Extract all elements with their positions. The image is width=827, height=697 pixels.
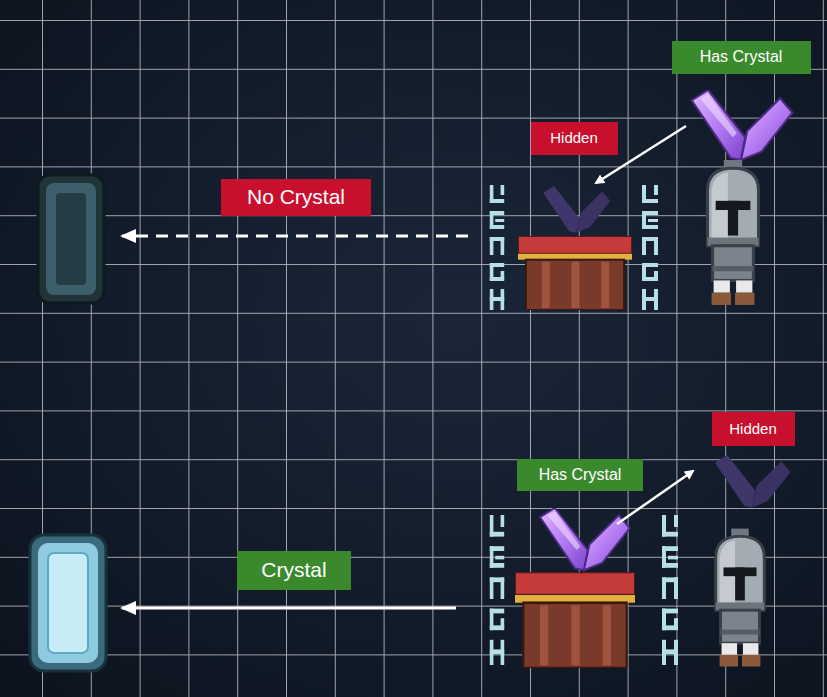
- status-tag: Has Crystal: [672, 41, 811, 74]
- tag-text: Crystal: [261, 558, 326, 582]
- status-tag: Has Crystal: [517, 459, 643, 491]
- status-tag: Hidden: [712, 412, 795, 446]
- active-portal: [30, 535, 106, 671]
- hidden-crystal: [543, 186, 610, 233]
- dashed-arrow: [122, 235, 468, 238]
- tag-text: Has Crystal: [539, 466, 622, 484]
- tag-text: Hidden: [729, 420, 777, 437]
- crystal: [540, 508, 630, 570]
- rune-column: [490, 185, 504, 310]
- arrow-label: No Crystal: [221, 179, 371, 216]
- solid-arrow: [122, 607, 456, 610]
- status-tag: Hidden: [531, 122, 618, 155]
- hidden-crystal: [715, 455, 791, 507]
- knight: [716, 529, 765, 667]
- inactive-portal: [38, 175, 104, 303]
- rune-column: [642, 185, 658, 310]
- tag-text: No Crystal: [247, 185, 345, 209]
- rune-column: [490, 515, 504, 665]
- knight: [707, 160, 758, 305]
- arrow-label: Crystal: [237, 551, 351, 590]
- pedestal: [515, 572, 635, 668]
- tag-text: Hidden: [550, 129, 598, 146]
- pedestal: [518, 236, 632, 310]
- tag-text: Has Crystal: [700, 48, 783, 66]
- crystal: [692, 90, 793, 160]
- rune-column: [662, 515, 678, 665]
